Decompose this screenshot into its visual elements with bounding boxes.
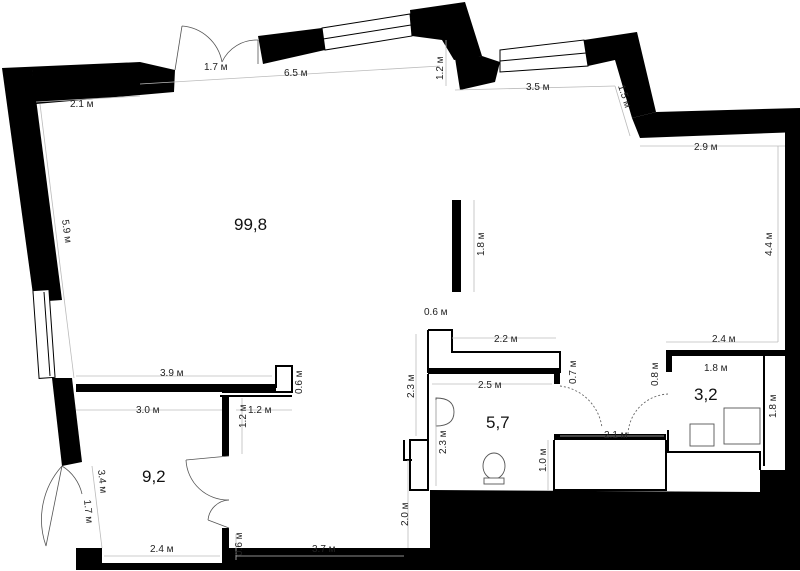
dim-right-wall: 4.4 м	[764, 232, 775, 256]
dim-bedroom-door-height: 1.2 м	[238, 404, 249, 428]
dim-left-lower: 3.4 м	[95, 469, 108, 494]
bath-toilet-icon	[482, 452, 506, 480]
dim-wc-entry: 0.8 м	[650, 362, 661, 386]
dim-bedroom-door: 1.2 м	[248, 405, 272, 416]
area-wc-label: 3,2	[694, 385, 718, 404]
dim-wc-height: 1.8 м	[768, 394, 779, 418]
bath-corridor-box	[553, 440, 667, 491]
dim-door-top: 1.7 м	[204, 62, 228, 73]
dim-small-block: 0.6 м	[294, 370, 305, 394]
pillar	[452, 200, 461, 292]
bedroom-right-wall-lower	[222, 528, 229, 564]
dimension-labels: 1.7 м 6.5 м 2.1 м 1.2 м 3.5 м 1.5 м 2.9 …	[59, 56, 779, 556]
bath-left-inner	[409, 374, 429, 491]
door-bath-swing	[559, 385, 603, 429]
bath-toilet-tank-icon	[483, 477, 505, 485]
dim-bottom-right: 3.7 м	[312, 544, 336, 555]
window-left-line	[43, 291, 51, 377]
wc-sink-icon	[689, 423, 715, 447]
door-wc-swing	[627, 393, 669, 435]
area-labels: 99,8 9,2 5,7 3,2	[142, 215, 718, 486]
wall-bottom	[76, 350, 800, 570]
bedroom-right-wall-upper	[222, 396, 229, 456]
dim-partition: 3.9 м	[160, 368, 184, 379]
dim-bottom-left: 2.4 м	[150, 544, 174, 555]
wc-left-lower	[667, 430, 761, 470]
door-top-left-2	[221, 39, 259, 64]
bedroom-top-wall	[76, 384, 276, 392]
area-bedroom-label: 9,2	[142, 467, 166, 486]
dim-corridor: 2.1 м	[604, 430, 628, 441]
bath-left-stub	[403, 440, 412, 461]
door-entry-2	[61, 465, 83, 495]
window-top-2-line	[499, 52, 587, 62]
dim-entry-door: 1.7 м	[81, 499, 94, 524]
door-bedroom-2	[207, 499, 230, 529]
wall-right-edge	[785, 130, 800, 350]
dim-lower-right: 2.0 м	[400, 502, 411, 526]
dim-left-wall: 5.9 м	[59, 219, 73, 244]
dim-wc-width: 1.8 м	[704, 363, 728, 374]
door-entry	[41, 465, 63, 547]
dim-bath-wall: 2.3 м	[406, 374, 417, 398]
dim-wc-top: 2.4 м	[712, 334, 736, 345]
area-bathroom-label: 5,7	[486, 413, 510, 432]
bath-corridor-wall	[554, 434, 666, 440]
area-main-label: 99,8	[234, 215, 267, 234]
wall-left-lower	[52, 378, 82, 466]
door-bedroom	[185, 455, 230, 501]
window-top-1-line	[322, 24, 412, 40]
dim-bedroom-width: 3.0 м	[136, 405, 160, 416]
dim-bottom-block: 0.6 м	[234, 532, 245, 556]
windows	[32, 13, 589, 379]
dim-right-top: 2.9 м	[694, 142, 718, 153]
dim-bath-height: 2.3 м	[438, 430, 449, 454]
window-top-2	[499, 39, 589, 73]
dimension-lines	[35, 40, 785, 560]
wc-shower-icon	[723, 407, 761, 445]
bath-sink-icon	[435, 397, 455, 427]
wall-upper-right	[584, 32, 656, 118]
interior-walls	[76, 200, 786, 564]
bath-top-wall	[428, 368, 560, 374]
wall-top-mid-right	[410, 2, 482, 60]
bath-top-right	[554, 368, 560, 384]
doors	[41, 25, 669, 547]
dim-top-left: 2.1 м	[70, 99, 94, 110]
dim-bath-door: 0.7 м	[568, 360, 579, 384]
dim-top-right: 3.5 м	[526, 82, 550, 93]
dim-top-wall: 6.5 м	[284, 68, 308, 79]
wc-left-wall	[666, 350, 672, 372]
fixtures	[435, 397, 761, 485]
dim-pillar: 1.8 м	[476, 232, 487, 256]
window-left	[32, 289, 56, 379]
dim-bath-lower: 1.0 м	[538, 448, 549, 472]
wall-right-diagonal	[632, 108, 800, 138]
wc-top-wall	[666, 350, 786, 356]
dim-niche: 0.6 м	[424, 307, 448, 318]
door-top-left	[174, 25, 223, 71]
wall-top-right-step	[455, 56, 500, 90]
dim-step-top: 1.2 м	[435, 56, 446, 80]
wall-top-mid-left	[258, 28, 325, 64]
bedroom-top-notch	[222, 365, 293, 393]
dim-corridor-top: 2.2 м	[494, 334, 518, 345]
wall-left-upper	[2, 68, 62, 302]
wall-top-left	[2, 62, 175, 104]
dim-bath-width: 2.5 м	[478, 380, 502, 391]
